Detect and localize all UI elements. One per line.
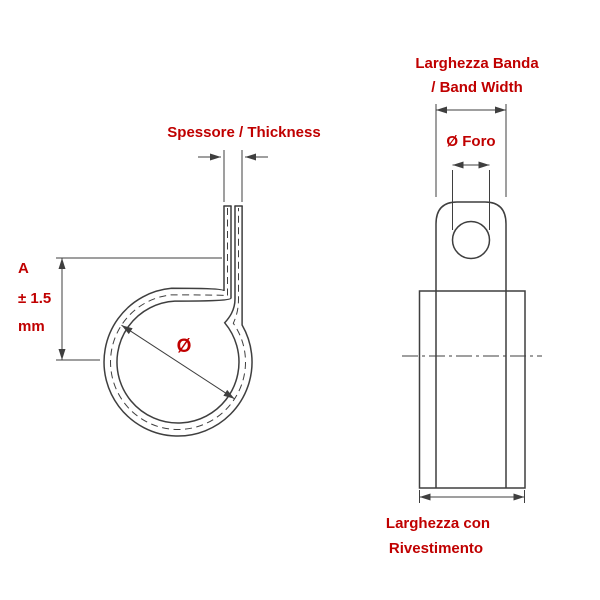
clamp-band-outline bbox=[103, 205, 253, 437]
side-view: Spessore / Thickness A ± 1.5 mm Ø bbox=[18, 124, 321, 437]
clamp-band-centerline bbox=[110, 208, 247, 431]
band-width-label-line1: Larghezza Banda bbox=[415, 55, 539, 72]
coated-width-label-line2: Rivestimento bbox=[389, 540, 483, 557]
thickness-label: Spessore / Thickness bbox=[167, 124, 320, 141]
mounting-tab-outline bbox=[435, 201, 507, 291]
front-view: Larghezza Banda / Band Width Ø Foro Larg… bbox=[386, 55, 542, 557]
band-width-extension-lines bbox=[435, 104, 507, 197]
thickness-extension-lines bbox=[223, 150, 243, 202]
height-label-line3: mm bbox=[18, 318, 45, 335]
coated-width-label-line1: Larghezza con bbox=[386, 515, 490, 532]
clamp-inner-edge bbox=[116, 205, 240, 424]
side-view-dimensions bbox=[56, 150, 268, 400]
front-outline bbox=[418, 201, 526, 489]
coated-body-outline bbox=[418, 290, 526, 489]
height-extension-lines bbox=[56, 257, 222, 361]
height-label-line1: A bbox=[18, 260, 29, 277]
band-edge-lines bbox=[435, 291, 507, 488]
front-view-dimensions bbox=[419, 104, 525, 503]
inner-diameter-label: Ø bbox=[177, 336, 192, 357]
side-view-labels: Spessore / Thickness A ± 1.5 mm Ø bbox=[18, 124, 321, 357]
clamp-outer-edge bbox=[103, 205, 253, 437]
hole-extension-lines bbox=[452, 170, 490, 230]
hole-diameter-label: Ø Foro bbox=[446, 133, 495, 150]
mounting-hole bbox=[451, 220, 491, 260]
band-width-label-line2: / Band Width bbox=[431, 79, 523, 96]
diameter-dimension-line bbox=[121, 324, 235, 400]
height-label-line2: ± 1.5 bbox=[18, 290, 51, 307]
front-view-labels: Larghezza Banda / Band Width Ø Foro Larg… bbox=[386, 55, 539, 557]
